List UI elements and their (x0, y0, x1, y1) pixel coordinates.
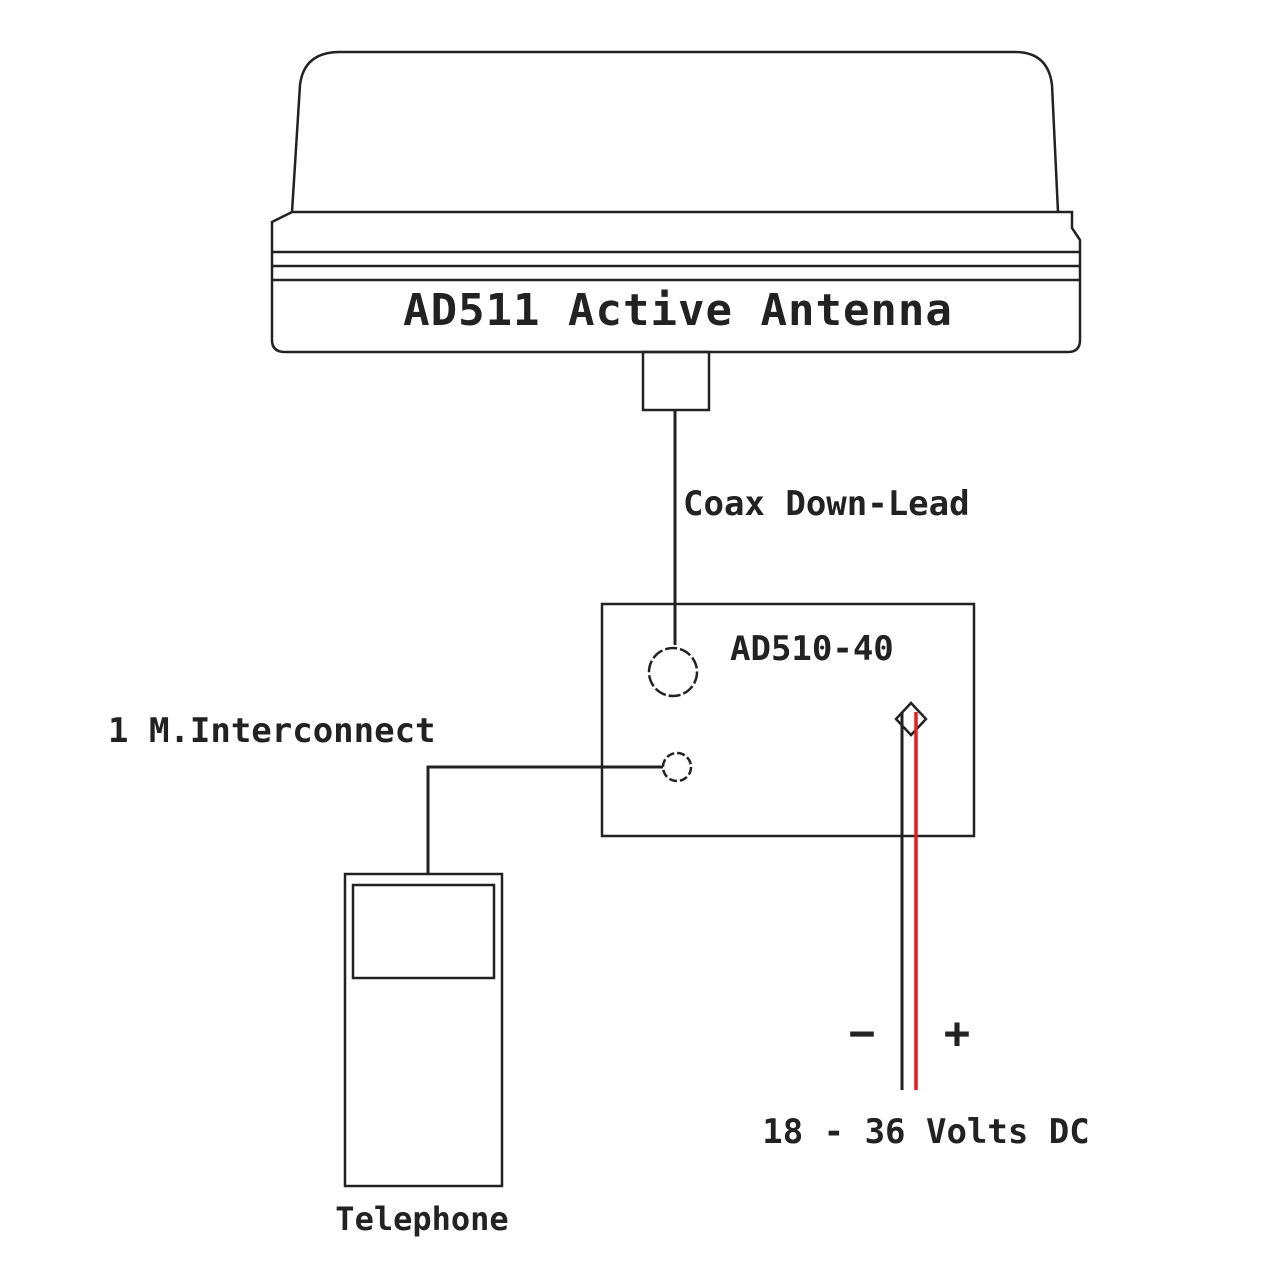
antenna-connector (641, 350, 711, 412)
negative-symbol: − (849, 1008, 876, 1059)
antenna-dome (290, 50, 1060, 213)
antenna-base (270, 210, 1082, 354)
power-supply-label: 18 - 36 Volts DC (762, 1112, 1090, 1152)
ad510-unit: AD510-40 (600, 602, 976, 838)
telephone: Telephone (335, 872, 509, 1238)
antenna-label: AD511 Active Antenna (403, 285, 953, 336)
coax-port (647, 646, 699, 698)
positive-symbol: + (944, 1008, 971, 1059)
interconnect-cable (426, 765, 663, 874)
interconnect-label: 1 M.Interconnect (108, 711, 436, 751)
antenna: AD511 Active Antenna (270, 50, 1082, 412)
unit-label: AD510-40 (730, 629, 894, 669)
unit-box (600, 602, 976, 838)
coax-down-lead-label: Coax Down-Lead (683, 484, 970, 524)
interconnect-port (661, 751, 693, 783)
telephone-screen (351, 883, 496, 980)
telephone-label: Telephone (335, 1200, 508, 1238)
telephone-body (343, 872, 504, 1188)
